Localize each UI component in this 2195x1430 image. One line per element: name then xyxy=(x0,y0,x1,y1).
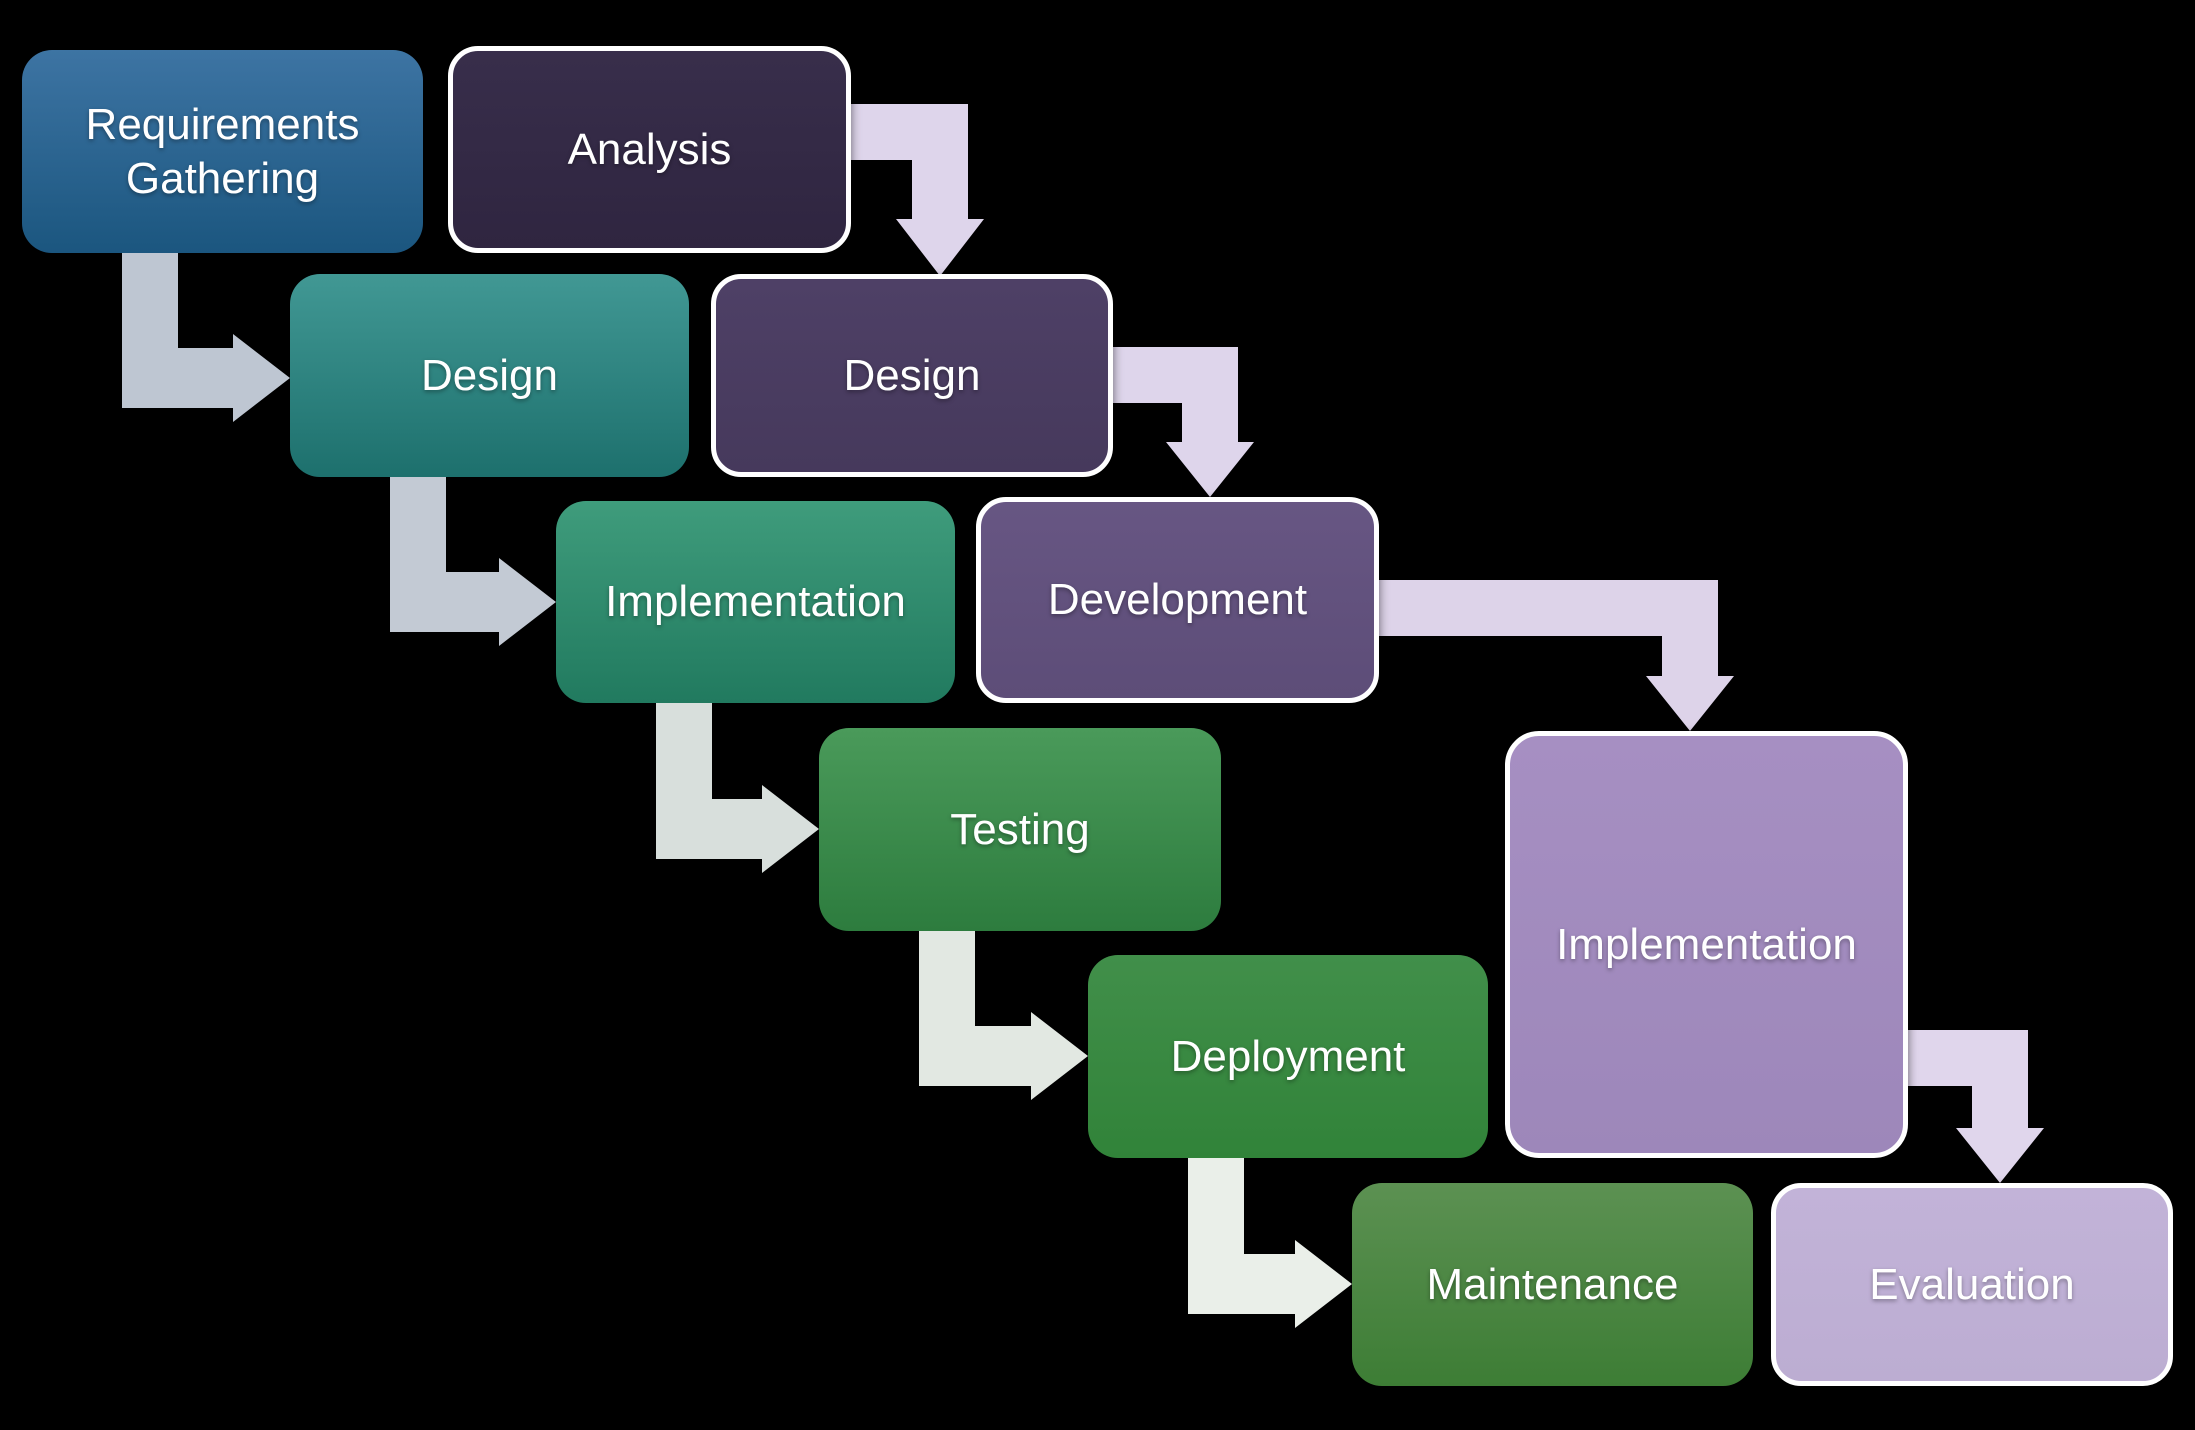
node-analysis: Analysis xyxy=(448,46,851,253)
node-development: Development xyxy=(976,497,1379,703)
arrow-design-to-development xyxy=(1113,347,1254,497)
node-evaluation-label: Evaluation xyxy=(1869,1259,2075,1309)
node-design-right: Design xyxy=(711,274,1113,477)
node-implementation-right-label: Implementation xyxy=(1556,919,1857,969)
arrow-analysis-to-design xyxy=(851,104,984,276)
node-design-right-label: Design xyxy=(843,350,981,400)
node-testing: Testing xyxy=(819,728,1221,931)
arrow-implementation-to-evaluation xyxy=(1908,1030,2044,1183)
node-testing-label: Testing xyxy=(950,804,1090,854)
node-deployment: Deployment xyxy=(1088,955,1488,1158)
node-development-label: Development xyxy=(1047,575,1308,625)
node-design-left-label: Design xyxy=(421,350,558,400)
node-maintenance-label: Maintenance xyxy=(1426,1259,1679,1309)
arrow-deployment-to-maintenance xyxy=(1188,1158,1352,1328)
node-deployment-label: Deployment xyxy=(1170,1031,1406,1081)
arrow-development-to-implementation xyxy=(1379,580,1734,731)
node-analysis-label: Analysis xyxy=(567,124,732,174)
node-requirements-gathering-label: Requirements Gathering xyxy=(85,99,360,203)
node-evaluation: Evaluation xyxy=(1771,1183,2173,1386)
arrow-implementation-to-testing xyxy=(656,703,819,873)
arrow-design-to-implementation xyxy=(390,477,556,646)
node-design-left: Design xyxy=(290,274,689,477)
node-implementation-right: Implementation xyxy=(1505,731,1908,1158)
node-implementation-left: Implementation xyxy=(556,501,955,703)
arrow-requirements-to-design xyxy=(122,253,290,422)
node-maintenance: Maintenance xyxy=(1352,1183,1753,1386)
arrow-testing-to-deployment xyxy=(919,931,1088,1100)
node-requirements-gathering: Requirements Gathering xyxy=(22,50,423,253)
node-implementation-left-label: Implementation xyxy=(605,577,906,627)
